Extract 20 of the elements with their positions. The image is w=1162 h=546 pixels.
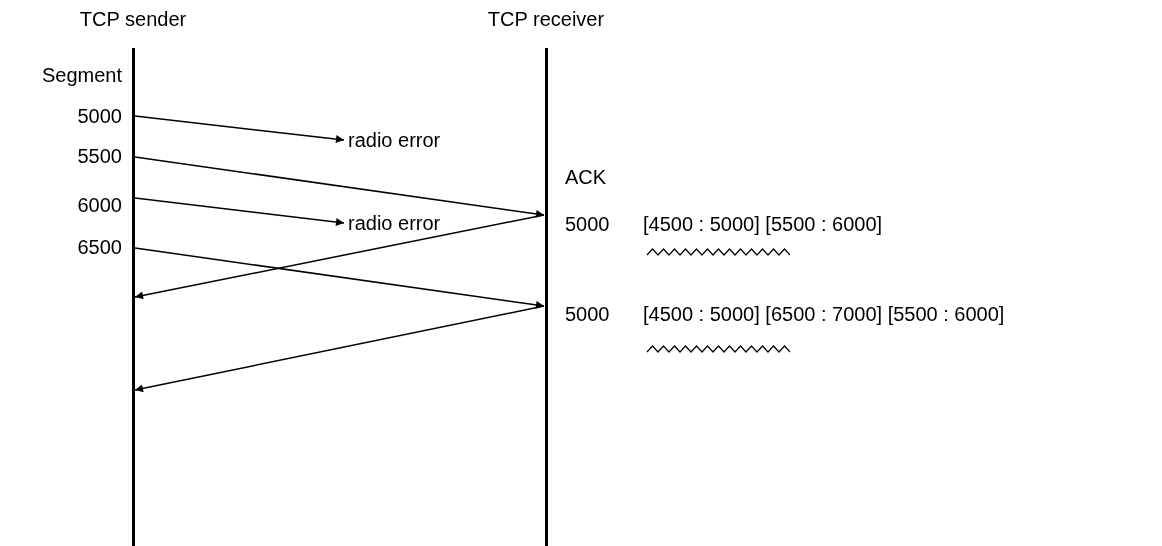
segment-number: 6500: [77, 236, 122, 258]
sack-blocks: [4500 : 5000] [6500 : 7000] [5500 : 6000]: [643, 303, 1005, 325]
ack-number: 5000: [565, 213, 610, 235]
arrow: [134, 197, 345, 226]
arrow: [134, 115, 345, 144]
sack-blocks: [4500 : 5000] [5500 : 6000]: [643, 213, 883, 235]
arrow: [134, 247, 545, 309]
segment-number: 5000: [77, 105, 122, 127]
arrow: [134, 305, 545, 393]
error-label: radio error: [348, 212, 441, 234]
axis-label: ACK: [565, 166, 607, 188]
segment-number: 6000: [77, 194, 122, 216]
lifeline-heading: TCP receiver: [486, 8, 606, 30]
axis-label: Segment: [41, 64, 122, 86]
ack-number: 5000: [565, 303, 610, 325]
lifeline-heading: TCP sender: [78, 8, 188, 30]
arrow: [134, 156, 545, 218]
segment-number: 5500: [77, 145, 122, 167]
arrow: [134, 214, 545, 300]
error-label: radio error: [348, 129, 441, 151]
